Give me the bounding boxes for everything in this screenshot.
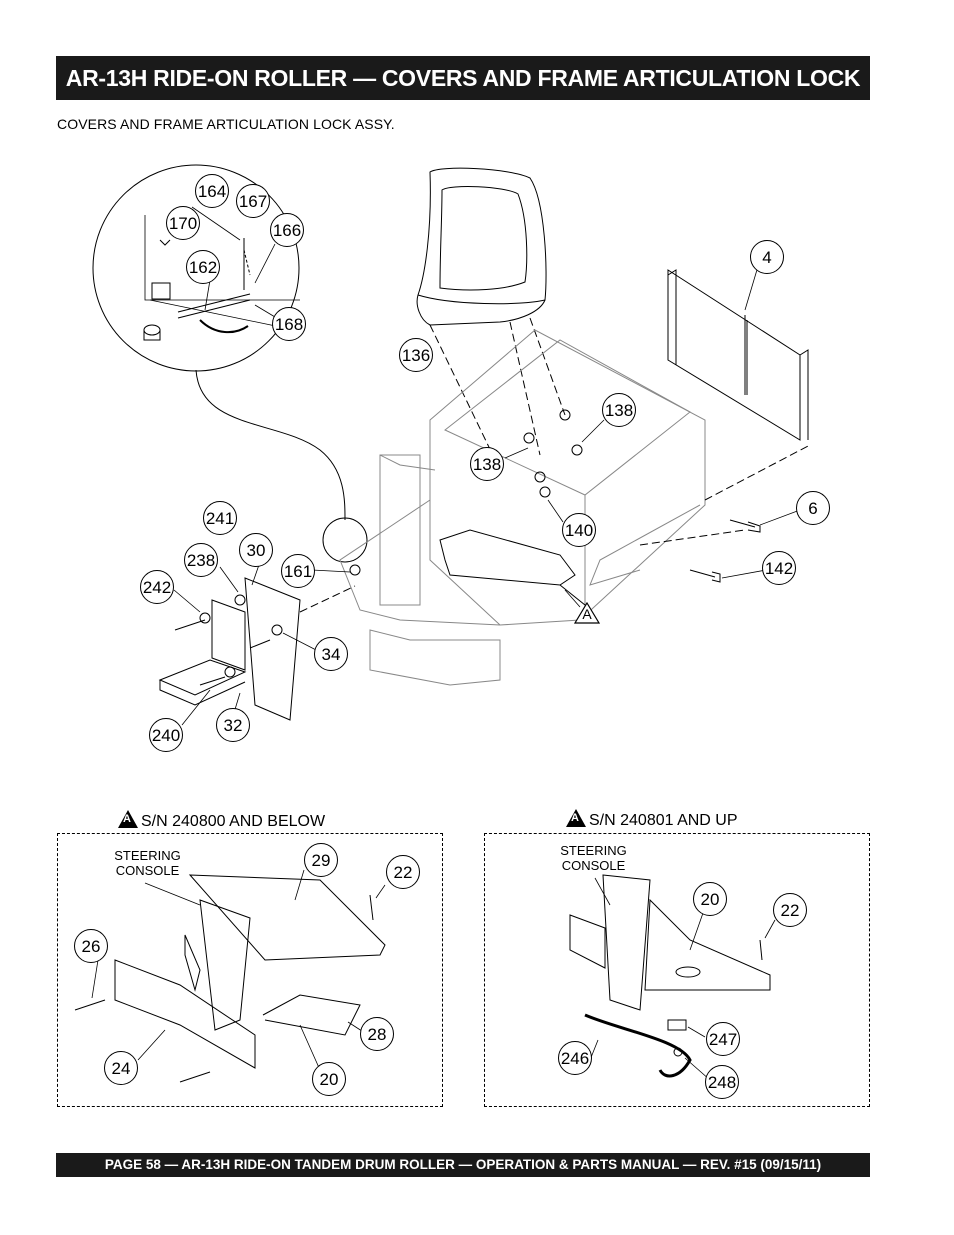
page-title: AR-13H RIDE-ON ROLLER — COVERS AND FRAME…: [56, 56, 870, 135]
ref-a-marker: A: [573, 601, 601, 624]
callout-140: 140: [562, 513, 596, 547]
callout-30: 30: [239, 533, 273, 567]
callout-22-right: 22: [773, 893, 807, 927]
callout-20-right: 20: [693, 882, 727, 916]
callout-166: 166: [270, 213, 304, 247]
callout-136: 136: [399, 338, 433, 372]
callout-32: 32: [216, 708, 250, 742]
callout-138-a: 138: [602, 393, 636, 427]
callout-142: 142: [762, 551, 796, 585]
callout-22-left: 22: [386, 855, 420, 889]
section-subtitle: COVERS AND FRAME ARTICULATION LOCK ASSY.: [57, 116, 395, 132]
callout-6: 6: [796, 491, 830, 525]
callout-26: 26: [74, 929, 108, 963]
callout-242: 242: [140, 570, 174, 604]
callout-246: 246: [558, 1041, 592, 1075]
callout-138-b: 138: [470, 447, 504, 481]
callout-241: 241: [203, 501, 237, 535]
callout-168: 168: [272, 307, 306, 341]
callout-247: 247: [706, 1022, 740, 1056]
callout-34: 34: [314, 637, 348, 671]
callout-240: 240: [149, 718, 183, 752]
callout-24: 24: [104, 1051, 138, 1085]
callout-164: 164: [195, 174, 229, 208]
callout-29: 29: [304, 843, 338, 877]
callout-238: 238: [184, 543, 218, 577]
callout-20-left: 20: [312, 1062, 346, 1096]
callout-28: 28: [360, 1017, 394, 1051]
right-panel: [484, 833, 870, 1107]
callout-4: 4: [750, 240, 784, 274]
callout-167: 167: [236, 184, 270, 218]
callout-161: 161: [281, 554, 315, 588]
callout-162: 162: [186, 250, 220, 284]
left-panel: [57, 833, 443, 1107]
callout-248: 248: [705, 1065, 739, 1099]
callout-170: 170: [166, 206, 200, 240]
page-footer: PAGE 58 — AR-13H RIDE-ON TANDEM DRUM ROL…: [56, 1153, 870, 1177]
